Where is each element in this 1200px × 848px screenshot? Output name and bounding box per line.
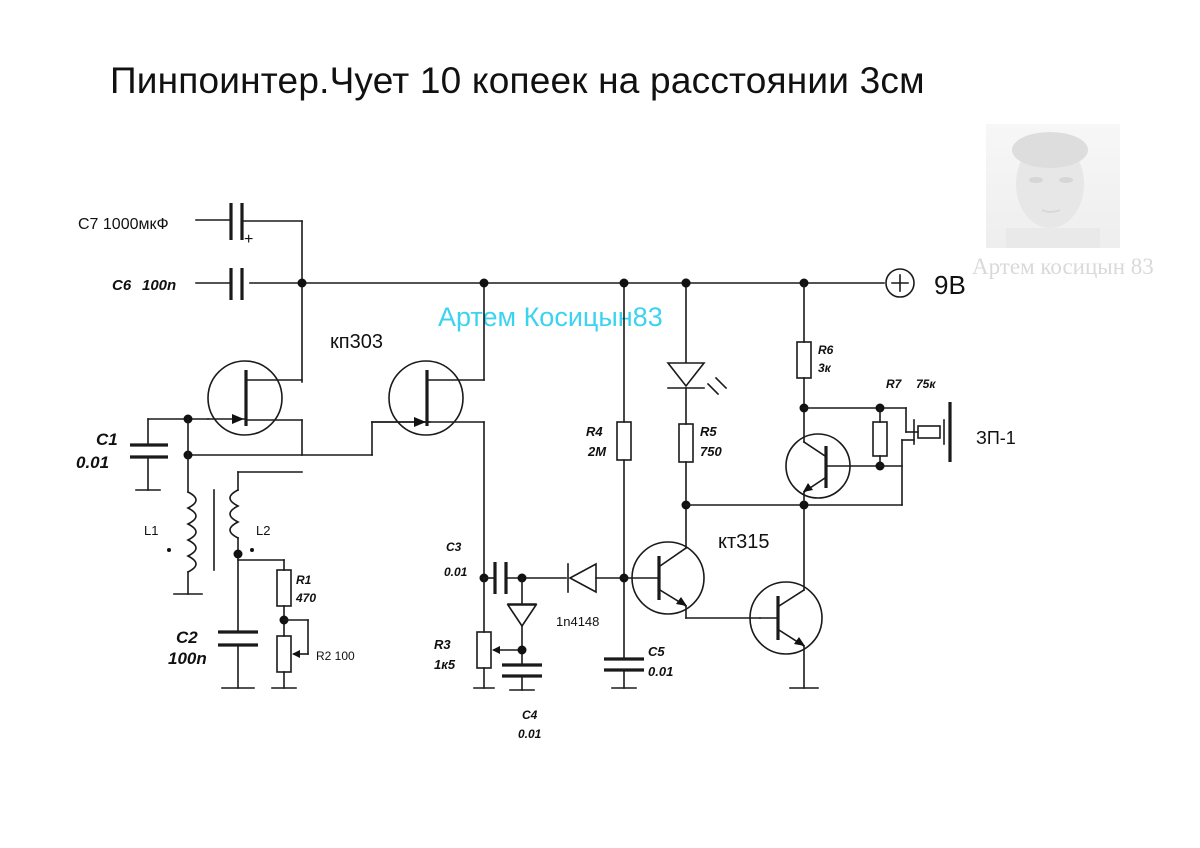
c6-label: C6 <box>112 277 132 294</box>
buzzer-label: ЗП-1 <box>976 428 1016 448</box>
c5-value: 0.01 <box>648 664 673 679</box>
piezo-buzzer: ЗП-1 <box>879 402 1016 506</box>
bjt-q3: кт315 <box>623 531 770 619</box>
capacitor-c3: C3 0.01 <box>444 540 567 594</box>
capacitor-c7: + С7 1000мкФ <box>78 203 303 248</box>
capacitor-c5: C5 0.01 <box>604 644 673 689</box>
c2-value: 100n <box>168 649 207 668</box>
c7-plus-label: + <box>244 231 253 248</box>
c1-value: 0.01 <box>76 453 109 472</box>
r7-label: R7 <box>886 377 903 391</box>
r3-label: R3 <box>434 637 451 652</box>
c1-label: C1 <box>96 430 118 449</box>
r4-label: R4 <box>586 424 603 439</box>
inductor-l1: L1 <box>144 490 203 595</box>
c4-value: 0.01 <box>518 727 542 741</box>
led <box>666 278 728 425</box>
resistor-r7: R7 75к <box>803 377 936 471</box>
resistor-r1: R1 470 <box>276 569 316 607</box>
resistor-r5: R5 750 <box>678 423 722 549</box>
bjt-type-label: кт315 <box>718 531 770 553</box>
c3-value: 0.01 <box>444 565 468 579</box>
bjt-q5 <box>785 433 881 506</box>
page-title: Пинпоинтер.Чует 10 копеек на расстоянии … <box>110 60 925 101</box>
jfet-q2: кп303 <box>330 331 485 579</box>
power-rail: 9В <box>249 268 966 300</box>
r2-label: R2 100 <box>316 649 355 663</box>
resistor-r4: R4 2M <box>586 278 632 659</box>
l1-label: L1 <box>144 523 158 538</box>
capacitor-c2: C2 100n <box>168 628 258 689</box>
r5-value: 750 <box>700 444 722 459</box>
r3-value: 1к5 <box>434 657 456 672</box>
l2-label: L2 <box>256 523 270 538</box>
fet-type-label: кп303 <box>330 331 383 353</box>
r1-value: 470 <box>295 591 316 605</box>
c6-value: 100n <box>142 277 176 294</box>
bjt-q4 <box>749 504 823 689</box>
c7-label: С7 1000мкФ <box>78 216 169 233</box>
r7-value: 75к <box>916 377 936 391</box>
resistor-r6: R6 3к <box>796 278 834 443</box>
capacitor-c1: C1 0.01 <box>76 418 168 491</box>
r1-label: R1 <box>296 573 312 587</box>
power-terminal-icon <box>885 268 915 298</box>
diode-vertical <box>506 577 538 665</box>
r5-label: R5 <box>700 424 717 439</box>
author-watermark: Артем Косицын83 <box>438 302 663 332</box>
resistor-r2: R2 100 <box>276 619 355 673</box>
jfet-q1 <box>207 360 303 456</box>
capacitor-c4: C4 0.01 <box>502 663 542 741</box>
c5-label: C5 <box>648 644 665 659</box>
c4-label: C4 <box>522 708 538 722</box>
diode-1n4148: 1n4148 <box>556 562 625 629</box>
r4-value: 2M <box>587 444 607 459</box>
c3-label: C3 <box>446 540 462 554</box>
inductor-l2: L2 <box>229 471 303 631</box>
author-watermark-corner: Артем косицын 83 <box>972 254 1154 279</box>
diode-label: 1n4148 <box>556 614 599 629</box>
resistor-r3: R3 1к5 <box>434 577 523 689</box>
power-label: 9В <box>934 270 966 300</box>
r6-value: 3к <box>818 361 832 375</box>
capacitor-c6: C6 100n <box>112 268 244 300</box>
author-photo <box>986 124 1120 248</box>
c2-label: C2 <box>176 628 198 647</box>
r6-label: R6 <box>818 343 834 357</box>
